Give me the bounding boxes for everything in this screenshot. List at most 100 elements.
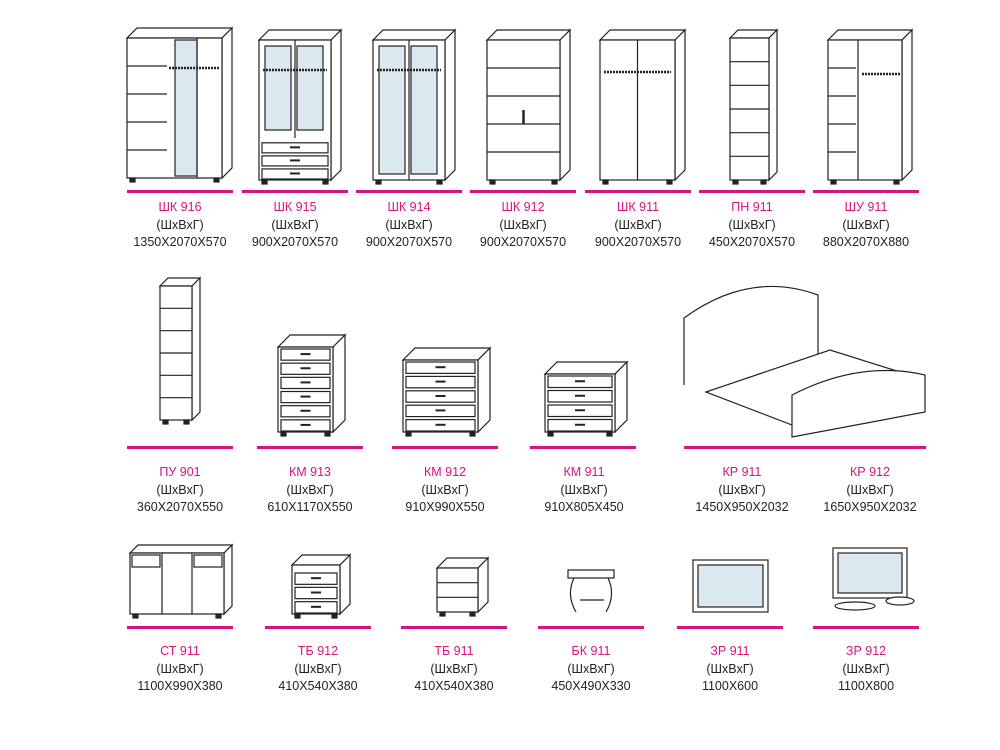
divider-line: [257, 446, 363, 449]
drawer: [405, 404, 476, 418]
divider-line: [530, 446, 636, 449]
dimension-format: (ШхВхГ): [728, 217, 776, 232]
product-name: КМ 911: [563, 465, 605, 479]
product-name: ТБ 912: [297, 644, 339, 658]
dimension-format: (ШхВхГ): [156, 482, 204, 497]
divider-line: [242, 190, 348, 193]
box-top: [401, 347, 492, 361]
product-dimensions: 410Х540Х380: [414, 679, 494, 693]
product-dimensions: 450Х490Х330: [551, 679, 631, 693]
mirror: [837, 552, 903, 594]
dimension-format: (ШхВхГ): [156, 217, 204, 232]
leg: [830, 179, 837, 185]
leg: [331, 613, 338, 619]
box-side: [444, 28, 456, 182]
divider-line: [265, 626, 371, 629]
divider-line: [127, 626, 233, 629]
leg: [324, 431, 331, 437]
leg: [322, 179, 329, 185]
product-name: ЗР 911: [710, 644, 750, 658]
leg: [666, 179, 673, 185]
divider-line: [813, 190, 919, 193]
product-dimensions: 900Х2070Х570: [594, 235, 682, 249]
leg: [280, 431, 287, 437]
drawer: [294, 586, 338, 600]
box-front: [827, 39, 903, 181]
drawer: [261, 168, 329, 180]
dimension-format: (ШхВхГ): [560, 482, 608, 497]
leg: [439, 611, 446, 617]
dimension-format: (ШхВхГ): [706, 661, 754, 676]
drawer: [294, 572, 338, 585]
product-dimensions: 1650Х950Х2032: [823, 500, 917, 514]
box-side: [332, 333, 346, 434]
box-top: [485, 29, 572, 41]
product-label: ШК 915(ШхВхГ)900Х2070Х570: [225, 199, 365, 252]
leg: [602, 179, 609, 185]
divider-line: [127, 190, 233, 193]
divider-line: [585, 190, 691, 193]
leg: [469, 431, 476, 437]
product-label: СТ 911(ШхВхГ)1100Х990Х380: [110, 643, 250, 696]
leg: [129, 177, 136, 183]
box-top: [128, 544, 234, 554]
drawer: [405, 361, 476, 374]
mirror: [174, 39, 198, 177]
box-side: [901, 28, 913, 182]
product-name: БК 911: [571, 644, 611, 658]
product-name: КР 912: [850, 465, 890, 479]
product-dimensions: 910Х990Х550: [405, 500, 485, 514]
leg: [215, 613, 222, 619]
dimension-format: (ШхВхГ): [842, 217, 890, 232]
drawer: [405, 419, 476, 432]
box-top: [543, 361, 629, 375]
leg: [132, 613, 139, 619]
product-name: КМ 913: [288, 465, 332, 479]
box-side: [223, 543, 233, 616]
box-front: [436, 567, 479, 613]
product-name: КР 911: [722, 465, 762, 479]
drawer: [280, 362, 331, 375]
dimension-format: (ШхВхГ): [271, 217, 319, 232]
product-label: ТБ 911 (ШхВхГ) 410Х540Х380: [384, 643, 524, 696]
leg: [551, 179, 558, 185]
box-top: [371, 29, 457, 41]
box-side: [330, 28, 342, 182]
mirror: [697, 564, 764, 608]
divider-line: [470, 190, 576, 193]
product-name: ТБ 911: [434, 644, 474, 658]
divider-line: [684, 446, 926, 449]
box-side: [477, 346, 491, 434]
mirror-shelf: [885, 596, 915, 606]
product-dimensions: 1350Х2070Х570: [133, 235, 227, 249]
dimension-format: (ШхВхГ): [614, 217, 662, 232]
product-name: СТ 911: [160, 644, 200, 658]
bed-headboard: [683, 285, 819, 385]
mirror: [378, 45, 406, 175]
product-label: ЗР 912(ШхВхГ)1100Х800: [796, 643, 936, 696]
dimension-format: (ШхВхГ): [156, 661, 204, 676]
mirror: [296, 45, 324, 131]
divider-line: [392, 446, 498, 449]
leg: [162, 419, 169, 425]
product-label: БК 911(ШхВхГ)450Х490Х330: [521, 643, 661, 696]
leg: [489, 179, 496, 185]
dimension-format: (ШхВхГ): [294, 661, 342, 676]
product-label: ШК 911(ШхВхГ)900Х2070Х570: [568, 199, 708, 252]
box-side: [559, 28, 571, 182]
dimension-format: (ШхВхГ): [430, 661, 478, 676]
product-label: ЗР 911(ШхВхГ)1100Х600: [660, 643, 800, 696]
product-label: ПУ 901(ШхВхГ)360Х2070Х550: [110, 464, 250, 517]
drawer: [294, 601, 338, 614]
drawer: [547, 375, 613, 389]
product-dimensions: 1450Х950Х2032: [695, 500, 789, 514]
drawer: [280, 405, 331, 418]
leg: [606, 431, 613, 437]
box-top: [826, 29, 914, 41]
dimension-format: (ШхВхГ): [286, 482, 334, 497]
leg: [294, 613, 301, 619]
product-dimensions: 910Х805Х450: [544, 500, 624, 514]
product-dimensions: 880Х2070Х880: [822, 235, 910, 249]
bed-footboard: [791, 369, 926, 438]
